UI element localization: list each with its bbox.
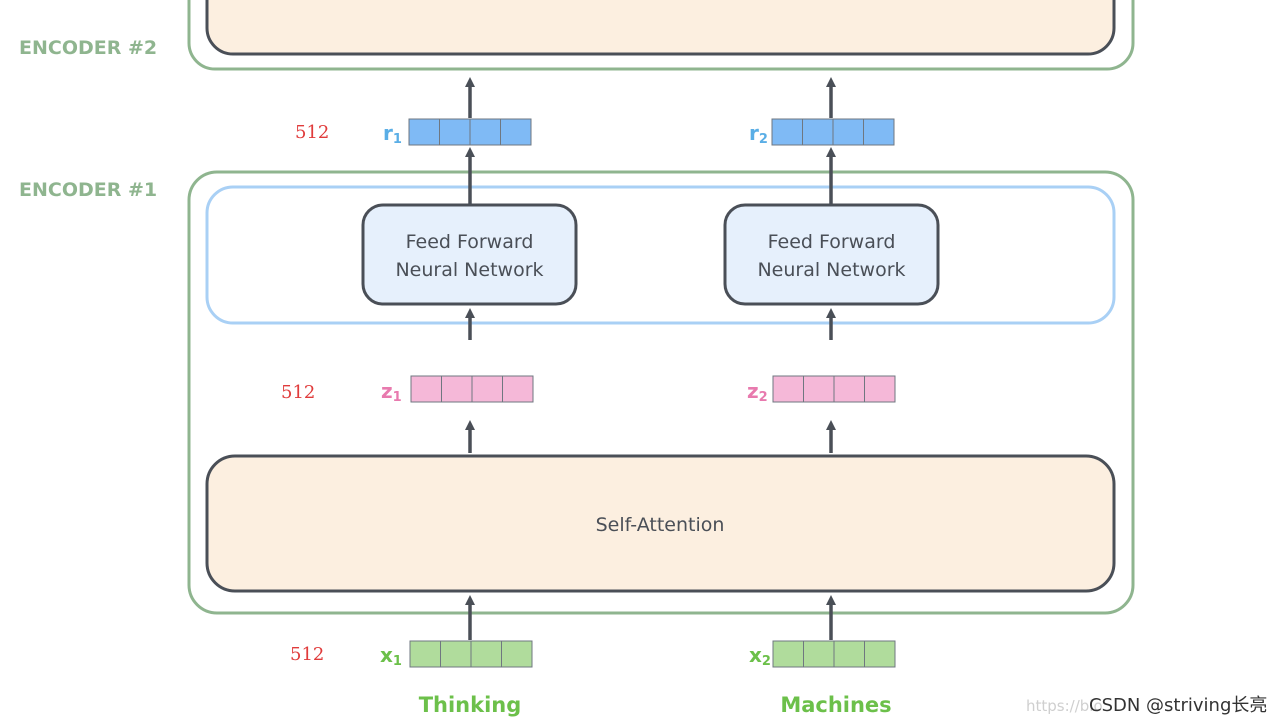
vector-r1-cell-2 (439, 118, 471, 146)
arrows-to-encoder-2 (465, 77, 836, 118)
vector-z1-label: z1 (381, 379, 402, 405)
encoder-2-outline (187, 0, 1135, 71)
vector-z2-cell-4 (864, 375, 896, 403)
vector-r2-cell-2 (802, 118, 834, 146)
vector-x2-label: x2 (749, 643, 771, 669)
vector-r1-cell-4 (500, 118, 532, 146)
watermark-url-fragment: https://blo (1026, 697, 1103, 715)
vector-r2-cell-3 (832, 118, 864, 146)
ffn-right-line-1: Feed Forward (768, 231, 896, 253)
vector-x1-label: x1 (380, 643, 402, 669)
ffn-left-line-1: Feed Forward (406, 231, 534, 253)
vector-x2-cell-3 (833, 640, 865, 668)
self-attention-box: Self-Attention (205, 454, 1116, 593)
watermark-text: CSDN @striving长亮 (1089, 695, 1267, 716)
vector-r2-cell-4 (863, 118, 895, 146)
ffn-box-right: Feed Forward Neural Network (723, 203, 940, 306)
encoder-1-label: ENCODER #1 (19, 179, 157, 201)
vector-x1-cell-1 (409, 640, 441, 668)
dim-label-r1: 512 (295, 122, 329, 143)
vector-x2: x2 (749, 640, 896, 669)
dim-label-z1: 512 (281, 382, 315, 403)
vector-z2-cell-1 (772, 375, 804, 403)
vector-z1-cell-4 (502, 375, 534, 403)
vector-z2: z2 (747, 375, 896, 405)
input-word-thinking: Thinking (419, 693, 522, 717)
ffn-right-line-2: Neural Network (757, 259, 905, 281)
vector-z2-cell-3 (833, 375, 865, 403)
vector-x1-cell-3 (470, 640, 502, 668)
vector-x2-cell-1 (772, 640, 804, 668)
ffn-box-left: Feed Forward Neural Network (361, 203, 578, 306)
self-attention-label: Self-Attention (596, 514, 725, 536)
vector-x2-cell-4 (864, 640, 896, 668)
ffn-left-line-2: Neural Network (395, 259, 543, 281)
vector-z2-cell-2 (803, 375, 835, 403)
vector-z1-cell-3 (471, 375, 503, 403)
vector-r1: 512 r1 (295, 118, 532, 147)
vector-x1: 512 x1 (290, 640, 533, 669)
vector-z2-label: z2 (747, 379, 768, 405)
dim-label-x1: 512 (290, 644, 324, 665)
vector-x1-cell-2 (440, 640, 472, 668)
vector-z1: 512 z1 (281, 375, 534, 405)
vector-r2: r2 (749, 118, 895, 147)
self-attention-shape (205, 454, 1116, 593)
ffn-box-left-shape (361, 203, 578, 306)
vector-r2-cell-1 (771, 118, 803, 146)
vector-r1-label: r1 (383, 121, 402, 147)
encoder-1-outline (187, 170, 1135, 615)
ffn-box-right-shape (723, 203, 940, 306)
vector-x1-cell-4 (501, 640, 533, 668)
encoder-2-self-attention-box (205, 0, 1116, 56)
vector-x2-cell-2 (803, 640, 835, 668)
vector-z1-cell-1 (410, 375, 442, 403)
vector-r1-cell-3 (469, 118, 501, 146)
encoder-2-label: ENCODER #2 (19, 37, 157, 59)
vector-r1-cell-1 (408, 118, 440, 146)
ffn-group (205, 185, 1116, 325)
input-word-machines: Machines (780, 693, 891, 717)
encoder-1: ENCODER #1 Feed Forward Neural Network F… (19, 147, 1135, 640)
vector-r2-label: r2 (749, 121, 768, 147)
encoder-2: ENCODER #2 (19, 0, 1135, 71)
vector-z1-cell-2 (441, 375, 473, 403)
